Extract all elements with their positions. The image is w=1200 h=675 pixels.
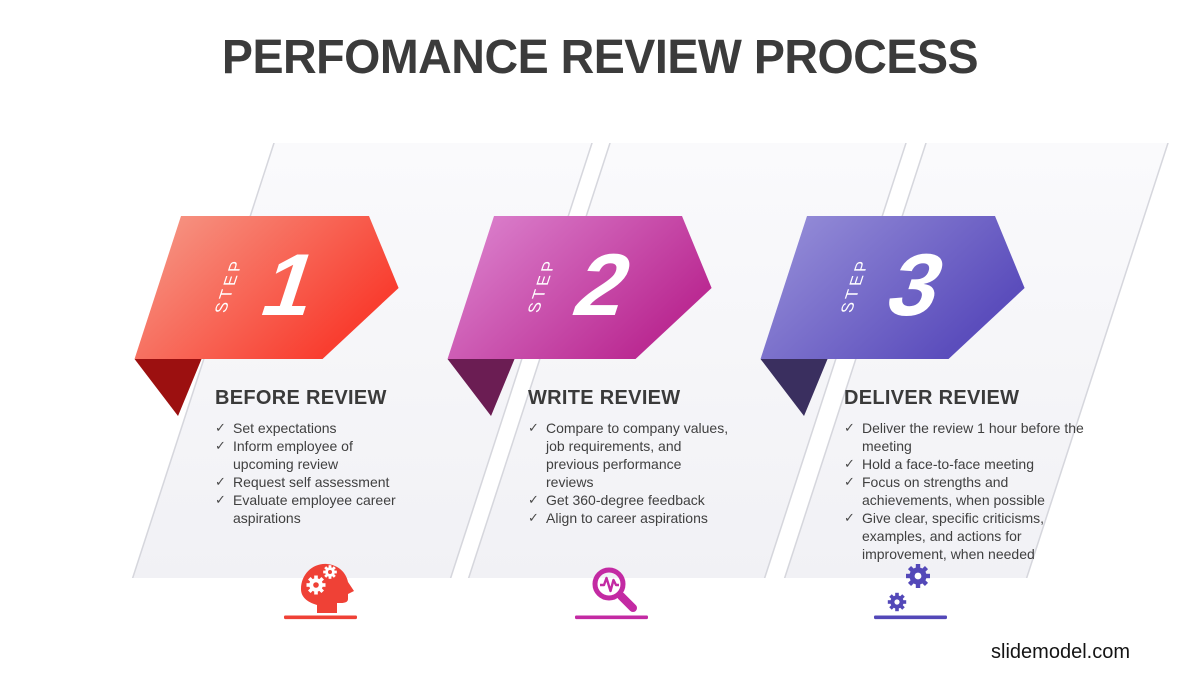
checklist-item-text: Give clear, specific criticisms, example… [862,510,1045,562]
checklist-item-text: Hold a face-to-face meeting [862,456,1034,472]
magnifier-handle [617,592,637,612]
check-icon: ✓ [215,438,226,453]
pulse-line [600,576,619,593]
check-icon: ✓ [844,474,855,489]
check-icon: ✓ [215,420,226,435]
gear-small [323,565,337,579]
gear-large [306,575,326,595]
check-icon: ✓ [528,510,539,525]
step-heading: WRITE REVIEW [528,387,681,409]
check-icon: ✓ [215,492,226,507]
double-gears-icon [874,564,947,620]
step-checklist: ✓ Compare to company values, job requirem… [528,419,732,527]
checklist-item-text: Align to career aspirations [546,510,708,526]
magnifier-lens [592,567,626,601]
panel-edge [783,143,927,578]
magnifier-pulse-icon [575,567,648,620]
checklist-item-text: Deliver the review 1 hour before the mee… [862,420,1084,454]
step-3-content: DELIVER REVIEW ✓ Deliver the review 1 hou… [844,387,1098,563]
step-checklist: ✓ Set expectations ✓ Inform employee of up… [215,419,427,527]
slide-title: PERFOMANCE REVIEW PROCESS [221,31,979,84]
checklist-item-text: Compare to company values, job requireme… [546,420,729,490]
icon-underline [284,615,357,620]
checklist-item: ✓ Focus on strengths and achievements, wh… [844,473,1096,509]
checklist-item: ✓ Request self assessment [215,473,409,491]
step-1-content: BEFORE REVIEW ✓ Set expectations ✓ Inform … [215,387,427,527]
step-heading: BEFORE REVIEW [215,387,387,409]
banner-arrow [134,216,399,359]
banner-arrow [447,216,712,359]
checklist-item-text: Request self assessment [233,474,390,490]
checklist-item-text: Focus on strengths and achievements, whe… [862,474,1045,508]
icon-underline [874,615,947,620]
panel-edge [763,143,907,578]
check-icon: ✓ [528,492,539,507]
background-panel-3 [783,143,1169,578]
checklist-item: ✓ Inform employee of upcoming review [215,437,409,473]
ribbon-fold [760,359,828,416]
checklist-item: ✓ Deliver the review 1 hour before the me… [844,419,1096,455]
panel-edge [1025,143,1169,578]
ribbon-fold [134,359,202,416]
panel-edge [467,143,611,578]
head-with-gears-icon [284,563,357,620]
icon-underline [575,615,648,620]
ribbon-fold [447,359,515,416]
checklist-item: ✓ Get 360-degree feedback [528,491,730,509]
panel-edge [449,143,593,578]
watermark-text: slidemodel.com [991,641,1130,663]
checklist-item: ✓ Align to career aspirations [528,509,730,527]
checklist-item-text: Inform employee of upcoming review [233,438,353,472]
gear-small [887,592,907,612]
check-icon: ✓ [215,474,226,489]
step-banner-1: STEP 1 [134,216,399,416]
step-heading: DELIVER REVIEW [844,387,1020,409]
step-banner-3: STEP 3 [760,216,1025,416]
checklist-item: ✓ Compare to company values, job requirem… [528,419,730,491]
checklist-item: ✓ Give clear, specific criticisms, exampl… [844,509,1096,563]
banner-arrow [760,216,1025,359]
check-icon: ✓ [844,456,855,471]
check-icon: ✓ [844,420,855,435]
check-icon: ✓ [844,510,855,525]
checklist-item: ✓ Hold a face-to-face meeting [844,455,1096,473]
checklist-item-text: Set expectations [233,420,337,436]
step-checklist: ✓ Deliver the review 1 hour before the me… [844,419,1098,563]
checklist-item-text: Evaluate employee career aspirations [233,492,396,526]
panel-face [784,143,1168,578]
checklist-item: ✓ Set expectations [215,419,409,437]
gear-large [906,564,930,588]
check-icon: ✓ [528,420,539,435]
step-2-content: WRITE REVIEW ✓ Compare to company values,… [528,387,732,527]
step-banner-2: STEP 2 [447,216,712,416]
checklist-item-text: Get 360-degree feedback [546,492,705,508]
checklist-item: ✓ Evaluate employee career aspirations [215,491,409,527]
panel-edge [131,143,275,578]
